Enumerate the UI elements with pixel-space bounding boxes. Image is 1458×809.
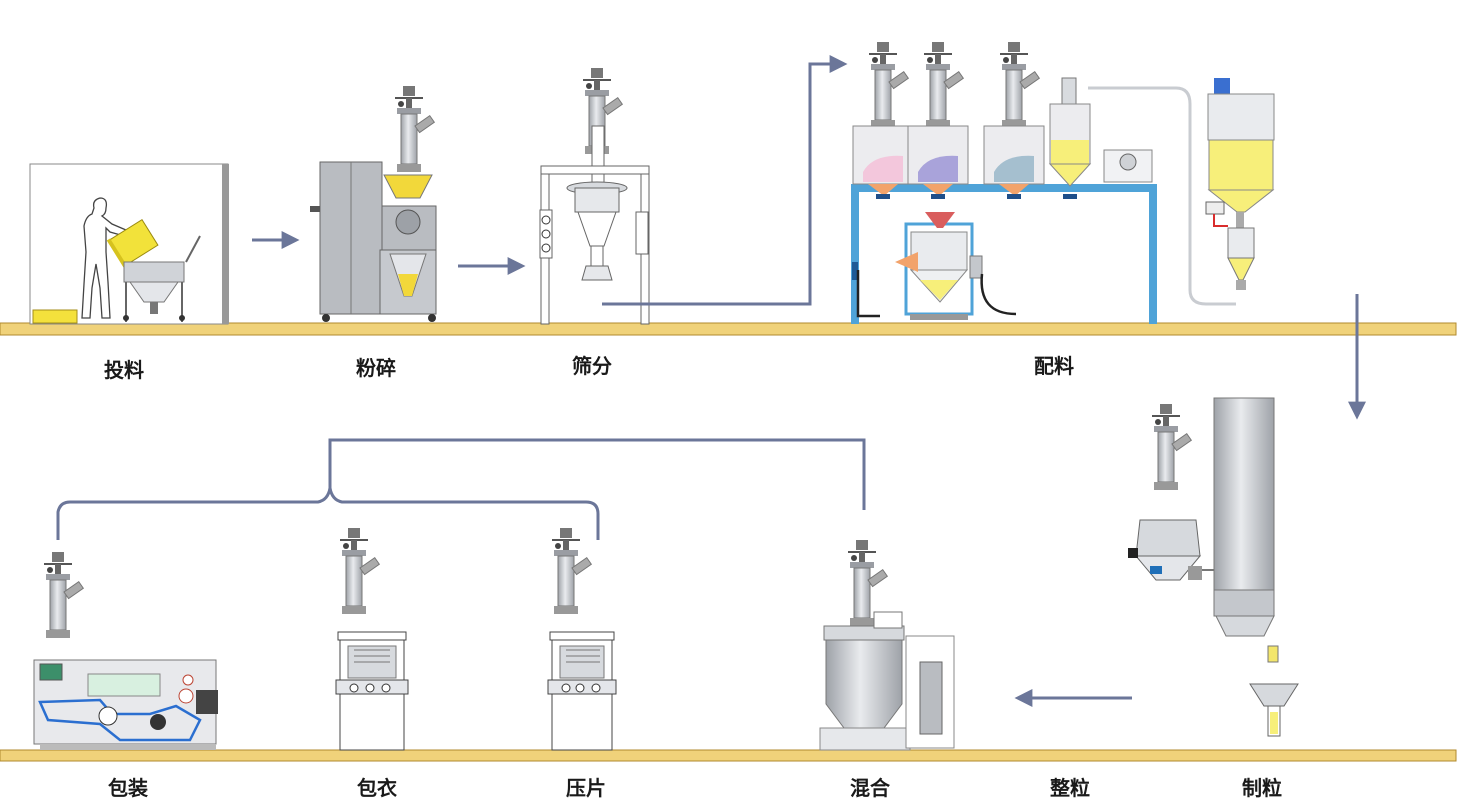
label-sizing: 整粒 (1050, 776, 1090, 800)
label-coating: 包衣 (357, 776, 397, 800)
floor-top (0, 322, 1457, 336)
mixing-machine (819, 539, 955, 751)
floor-bottom (0, 749, 1457, 762)
label-packaging: 包装 (108, 776, 148, 800)
batching-system (851, 41, 1275, 324)
label-sieving: 筛分 (572, 354, 612, 378)
granulating-machine (1128, 397, 1299, 737)
milling-machine (310, 85, 437, 322)
coating-machine (335, 527, 409, 751)
label-milling: 粉碎 (356, 356, 396, 380)
operator-icon (81, 197, 127, 319)
sieving-machine (539, 67, 650, 325)
tablet-press (547, 527, 617, 751)
packaging-machine (33, 551, 218, 750)
branch-bracket (56, 438, 866, 540)
feeding-station (29, 163, 229, 325)
label-mixing: 混合 (850, 776, 890, 800)
label-tableting: 压片 (566, 776, 606, 800)
label-feeding: 投料 (104, 358, 144, 382)
label-batching: 配料 (1034, 354, 1074, 378)
label-granulating: 制粒 (1242, 776, 1282, 800)
arrow-sieving-to-batching (602, 55, 848, 306)
